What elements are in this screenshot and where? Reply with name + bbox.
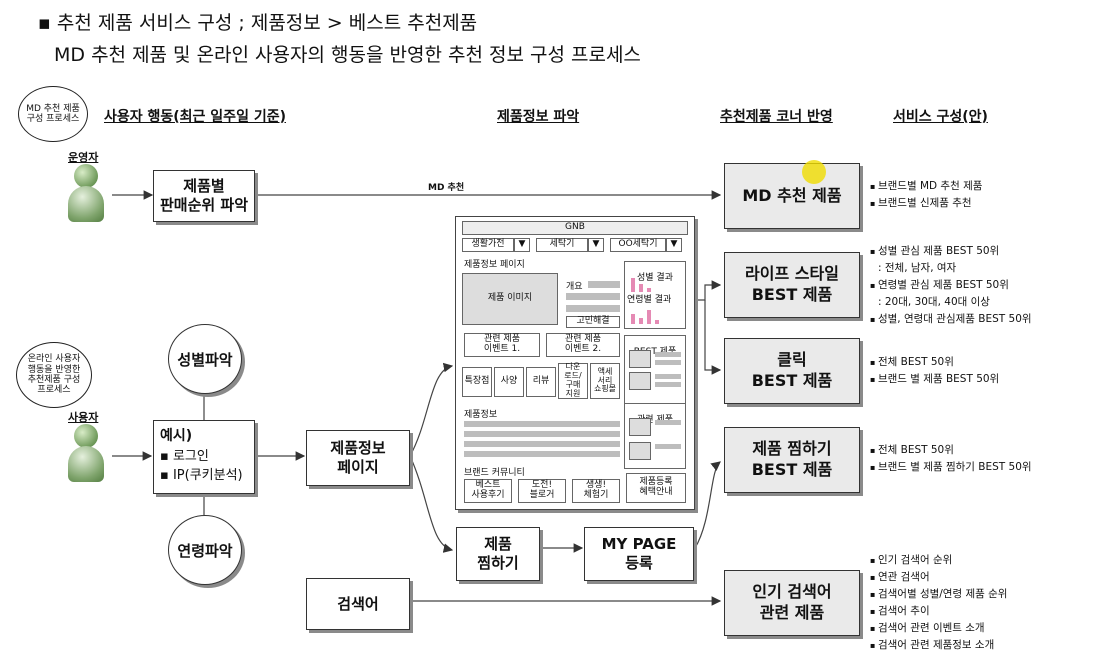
product-page-mockup: GNB 생활가전 ▼ 세탁기 ▼ OO세탁기 ▼ 제품정보 페이지 제품 이미지… (455, 216, 695, 510)
mock-page-title: 제품정보 페이지 (464, 260, 525, 270)
dropdown-subcategory: 세탁기 (536, 238, 588, 252)
service-item: 검색어별 성별/연령 제품 순위 (870, 586, 1007, 603)
click-best-corner: 클릭 BEST 제품 (724, 338, 860, 404)
example-item-login: ▪ 로그인 (160, 449, 209, 464)
best-products-label: BEST 제품 (625, 346, 685, 360)
overview-label: 개요 (566, 282, 583, 292)
service-item: 브랜드 별 제품 찜하기 BEST 50위 (870, 459, 1032, 476)
info-bar (566, 305, 620, 312)
service-item: : 전체, 남자, 여자 (878, 262, 957, 274)
related-products-label: 관련 제품 (625, 414, 685, 428)
service-item: 브랜드별 신제품 추천 (870, 195, 982, 212)
gnb-bar: GNB (462, 221, 688, 235)
register-benefit-box: 제품등록 혜택안내 (626, 473, 686, 503)
tab-spec: 사양 (494, 367, 524, 397)
operator-person-icon (68, 164, 104, 222)
service-item: 성별 관심 제품 BEST 50위 (870, 243, 1032, 260)
example-box: 예시) ▪ 로그인 ▪ IP(쿠키분석) (153, 420, 255, 494)
tab-download: 다운 로드/ 구매 지원 (558, 363, 588, 399)
mock-to-click-line (704, 300, 722, 375)
header-line-1: ▪ 추천 제품 서비스 구성 ; 제품정보 > 베스트 추천제품 (38, 12, 478, 34)
operator-speech-bubble: MD 추천 제품 구성 프로세스 (18, 86, 88, 142)
related-products-panel: 관련 제품 (624, 403, 686, 469)
service-item: 인기 검색어 순위 (870, 552, 1007, 569)
service-list-md: 브랜드별 MD 추천 제품 브랜드별 신제품 추천 (870, 178, 982, 212)
community-best-review: 베스트 사용후기 (464, 479, 512, 503)
operator-label: 운영자 (68, 151, 99, 164)
mock-to-lifestyle-line (696, 280, 722, 301)
dropdown-product: OO세탁기 (610, 238, 666, 252)
dropdown-arrow-icon: ▼ (666, 238, 682, 252)
column-service: 서비스 구성(안) (893, 109, 988, 125)
product-page-box: 제품정보 페이지 (306, 430, 410, 486)
lifestyle-best-corner: 라이프 스타일 BEST 제품 (724, 252, 860, 318)
gender-result-label: 성별 결과 (637, 272, 673, 283)
product-info-label: 제품정보 (464, 410, 498, 420)
service-list-popular: 인기 검색어 순위 연관 검색어 검색어별 성별/연령 제품 순위 검색어 추이… (870, 552, 1007, 654)
page-to-mock-line (409, 362, 454, 457)
help-button: 고민해결 (566, 316, 620, 328)
column-product-info: 제품정보 파악 (497, 109, 580, 125)
service-item: 브랜드별 MD 추천 제품 (870, 178, 982, 195)
service-item: 연관 검색어 (870, 569, 1007, 586)
product-image-placeholder: 제품 이미지 (462, 273, 558, 325)
overview-bar (588, 281, 620, 288)
service-item: : 20대, 30대, 40대 이상 (878, 296, 990, 308)
tab-feature: 특장점 (462, 367, 492, 397)
service-item: 전체 BEST 50위 (870, 354, 999, 371)
service-item: 검색어 관련 제품정보 소개 (870, 637, 1007, 654)
mypage-to-wishbest-line (694, 461, 721, 549)
service-item: 성별, 연령대 관심제품 BEST 50위 (870, 311, 1032, 328)
example-item-ip: ▪ IP(쿠키분석) (160, 468, 243, 483)
service-item: 검색어 추이 (870, 603, 1007, 620)
community-experience: 생생! 체험기 (572, 479, 620, 503)
service-list-wish: 전체 BEST 50위 브랜드 별 제품 찜하기 BEST 50위 (870, 442, 1032, 476)
cursor-highlight (802, 160, 826, 184)
search-term-box: 검색어 (306, 578, 410, 630)
event-1-box: 관련 제품 이벤트 1. (464, 333, 540, 357)
sales-rank-box: 제품별 판매순위 파악 (153, 170, 255, 222)
md-recommend-label: MD 추천 (428, 183, 465, 193)
header-line-2: MD 추천 제품 및 온라인 사용자의 행동을 반영한 추천 정보 구성 프로세… (54, 44, 641, 66)
best-products-panel: BEST 제품 (624, 335, 686, 409)
user-speech-bubble: 온라인 사용자 행동을 반영한 추천제품 구성 프로세스 (16, 342, 92, 408)
dropdown-arrow-icon: ▼ (514, 238, 530, 252)
service-item: 연령별 관심 제품 BEST 50위 (870, 277, 1032, 294)
event-2-box: 관련 제품 이벤트 2. (546, 333, 620, 357)
service-list-click: 전체 BEST 50위 브랜드 별 제품 BEST 50위 (870, 354, 999, 388)
user-person-icon (68, 424, 104, 482)
dropdown-category: 생활가전 (462, 238, 514, 252)
user-label: 사용자 (68, 411, 99, 424)
gender-age-result-panel: 성별 결과 연령별 결과 (624, 261, 686, 329)
community-blogger: 도전! 블로거 (518, 479, 566, 503)
example-title: 예시) (160, 428, 193, 444)
column-corner: 추천제품 코너 반영 (720, 109, 833, 125)
tab-review: 리뷰 (526, 367, 556, 397)
info-bar (566, 293, 620, 300)
page-to-wish-line (409, 455, 454, 553)
brand-community-label: 브랜드 커뮤니티 (464, 468, 525, 478)
mypage-box: MY PAGE 등록 (584, 527, 694, 581)
column-user-behavior: 사용자 행동(최근 일주일 기준) (104, 109, 286, 125)
popular-search-corner: 인기 검색어 관련 제품 (724, 570, 860, 636)
gender-circle: 성별파악 (168, 324, 242, 394)
wishlist-box: 제품 찜하기 (456, 527, 540, 581)
md-recommend-corner: MD 추천 제품 (724, 163, 860, 229)
service-list-lifestyle: 성별 관심 제품 BEST 50위 : 전체, 남자, 여자 연령별 관심 제품… (870, 243, 1032, 328)
age-result-label: 연령별 결과 (627, 295, 672, 305)
age-circle: 연령파악 (168, 515, 242, 585)
tab-accessory: 액세 서리 쇼핑몰 (590, 363, 620, 399)
service-item: 검색어 관련 이벤트 소개 (870, 620, 1007, 637)
dropdown-arrow-icon: ▼ (588, 238, 604, 252)
service-item: 전체 BEST 50위 (870, 442, 1032, 459)
wish-best-corner: 제품 찜하기 BEST 제품 (724, 427, 860, 493)
service-item: 브랜드 별 제품 BEST 50위 (870, 371, 999, 388)
